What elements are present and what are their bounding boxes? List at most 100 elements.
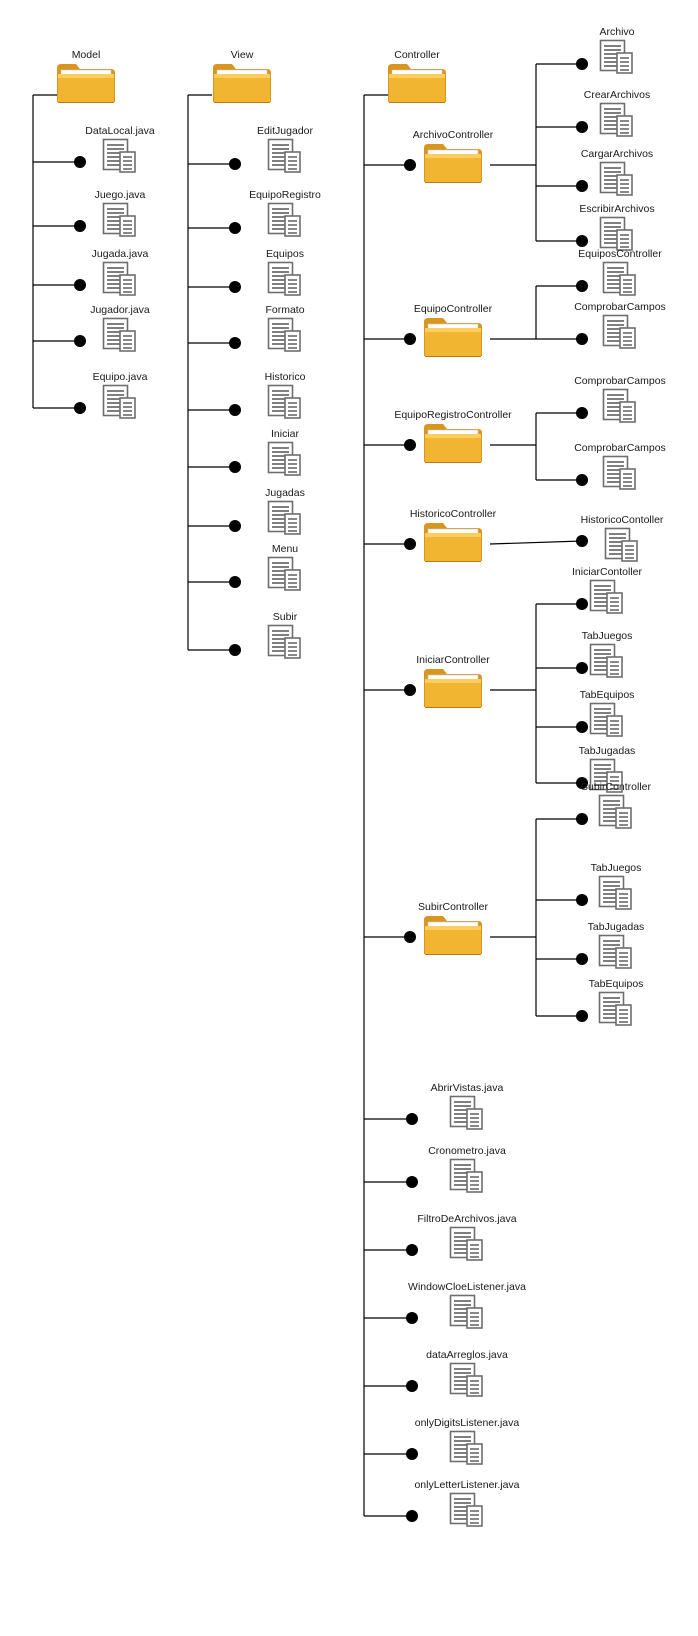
controller-folder[interactable]: Controller — [342, 48, 492, 109]
folder-icon — [423, 316, 483, 363]
view-file-3-label: Equipos — [266, 248, 304, 260]
controller-subfolder-5-file-4-label: TabJugadas — [578, 745, 636, 757]
controller-subfolder-5-file-1-label: IniciarContoller — [571, 566, 643, 578]
controller-file-4[interactable]: WindowCloeListener.java — [392, 1280, 542, 1335]
controller-subfolder-1-file-1[interactable]: Archivo — [542, 25, 692, 80]
controller-subfolder-6-file-4[interactable]: TabEquipos — [541, 977, 691, 1032]
controller-subfolder-4-file-1[interactable]: HistoricoContoller — [547, 513, 697, 568]
model-folder[interactable]: Model — [11, 48, 161, 109]
view-folder[interactable]: View — [167, 48, 317, 109]
model-file-1-label: DataLocal.java — [85, 125, 155, 137]
view-file-4-label: Formato — [265, 304, 305, 316]
connector-dot — [576, 235, 588, 247]
controller-file-1[interactable]: AbrirVistas.java — [392, 1081, 542, 1136]
model-folder-label: Model — [71, 49, 101, 61]
model-file-4[interactable]: Jugador.java — [45, 303, 195, 358]
connector-dot — [576, 121, 588, 133]
controller-subfolder-1[interactable]: ArchivoController — [378, 128, 528, 189]
controller-subfolder-2-file-1[interactable]: EquiposController — [545, 247, 695, 302]
controller-subfolder-6-file-1[interactable]: SubirController — [541, 780, 691, 835]
controller-subfolder-1-file-3[interactable]: CargarArchivos — [542, 147, 692, 202]
view-file-1[interactable]: EditJugador — [210, 124, 360, 179]
controller-subfolder-6-file-3[interactable]: TabJugadas — [541, 920, 691, 975]
controller-subfolder-3-label: EquipoRegistroController — [394, 409, 512, 421]
controller-file-5-label: dataArreglos.java — [426, 1349, 508, 1361]
view-file-3[interactable]: Equipos — [210, 247, 360, 302]
connector-dot — [404, 538, 416, 550]
controller-subfolder-5-file-1[interactable]: IniciarContoller — [532, 565, 682, 620]
document-icon — [267, 500, 303, 541]
controller-file-7[interactable]: onlyLetterListener.java — [392, 1478, 542, 1533]
controller-subfolder-5-file-3[interactable]: TabEquipos — [532, 688, 682, 743]
document-icon — [599, 216, 635, 257]
controller-subfolder-6-file-2[interactable]: TabJuegos — [541, 861, 691, 916]
controller-subfolder-2-file-2-label: ComprobarCampos — [574, 301, 666, 313]
document-icon — [267, 624, 303, 665]
document-icon — [102, 202, 138, 243]
controller-subfolder-5-file-2-label: TabJuegos — [581, 630, 633, 642]
document-icon — [102, 384, 138, 425]
controller-subfolder-3-file-1[interactable]: ComprobarCampos — [545, 374, 695, 429]
view-file-9[interactable]: Subir — [210, 610, 360, 665]
connector-dot — [576, 180, 588, 192]
controller-subfolder-2-file-2[interactable]: ComprobarCampos — [545, 300, 695, 355]
connector-dot — [229, 644, 241, 656]
controller-subfolder-5[interactable]: IniciarController — [378, 653, 528, 714]
document-icon — [267, 317, 303, 358]
controller-file-6[interactable]: onlyDigitsListener.java — [392, 1416, 542, 1471]
view-file-8[interactable]: Menu — [210, 542, 360, 597]
connector-dot — [576, 721, 588, 733]
model-file-5-label: Equipo.java — [92, 371, 148, 383]
controller-subfolder-4-label: HistoricoController — [409, 508, 497, 520]
controller-file-2[interactable]: Cronometro.java — [392, 1144, 542, 1199]
controller-subfolder-3-file-1-label: ComprobarCampos — [574, 375, 666, 387]
controller-file-3[interactable]: FiltroDeArchivos.java — [392, 1212, 542, 1267]
connector-dot — [229, 337, 241, 349]
connector-dot — [74, 335, 86, 347]
controller-subfolder-4[interactable]: HistoricoController — [378, 507, 528, 568]
model-file-2[interactable]: Juego.java — [45, 188, 195, 243]
model-file-4-label: Jugador.java — [90, 304, 150, 316]
controller-subfolder-3[interactable]: EquipoRegistroController — [378, 408, 528, 469]
controller-subfolder-6-file-4-label: TabEquipos — [588, 978, 644, 990]
view-file-2[interactable]: EquipoRegistro — [210, 188, 360, 243]
connector-dot — [576, 535, 588, 547]
connector-dot — [576, 894, 588, 906]
model-file-1[interactable]: DataLocal.java — [45, 124, 195, 179]
connector-dot — [74, 156, 86, 168]
document-icon — [267, 202, 303, 243]
view-file-2-label: EquipoRegistro — [249, 189, 321, 201]
controller-subfolder-5-file-4[interactable]: TabJugadas — [532, 744, 682, 799]
document-icon — [598, 875, 634, 916]
connector-dot — [576, 333, 588, 345]
controller-subfolder-1-file-2[interactable]: CrearArchivos — [542, 88, 692, 143]
view-file-9-label: Subir — [272, 611, 298, 623]
controller-file-5[interactable]: dataArreglos.java — [392, 1348, 542, 1403]
view-file-4[interactable]: Formato — [210, 303, 360, 358]
controller-subfolder-3-file-2-label: ComprobarCampos — [574, 442, 666, 454]
view-folder-label: View — [230, 49, 254, 61]
document-icon — [449, 1226, 485, 1267]
view-file-5[interactable]: Historico — [210, 370, 360, 425]
model-file-3[interactable]: Jugada.java — [45, 247, 195, 302]
document-icon — [102, 138, 138, 179]
controller-folder-label: Controller — [394, 49, 440, 61]
controller-subfolder-1-file-1-label: Archivo — [599, 26, 635, 38]
controller-subfolder-6[interactable]: SubirController — [378, 900, 528, 961]
folder-icon — [423, 667, 483, 714]
connector-dot — [229, 158, 241, 170]
view-file-7[interactable]: Jugadas — [210, 486, 360, 541]
controller-subfolder-5-file-2[interactable]: TabJuegos — [532, 629, 682, 684]
document-icon — [598, 794, 634, 835]
document-icon — [267, 261, 303, 302]
controller-subfolder-2[interactable]: EquipoController — [378, 302, 528, 363]
model-file-5[interactable]: Equipo.java — [45, 370, 195, 425]
view-file-1-label: EditJugador — [256, 125, 314, 137]
view-file-6[interactable]: Iniciar — [210, 427, 360, 482]
connector-dot — [576, 1010, 588, 1022]
controller-subfolder-1-file-4[interactable]: EscribirArchivos — [542, 202, 692, 257]
connector-dot — [406, 1380, 418, 1392]
controller-subfolder-3-file-2[interactable]: ComprobarCampos — [545, 441, 695, 496]
